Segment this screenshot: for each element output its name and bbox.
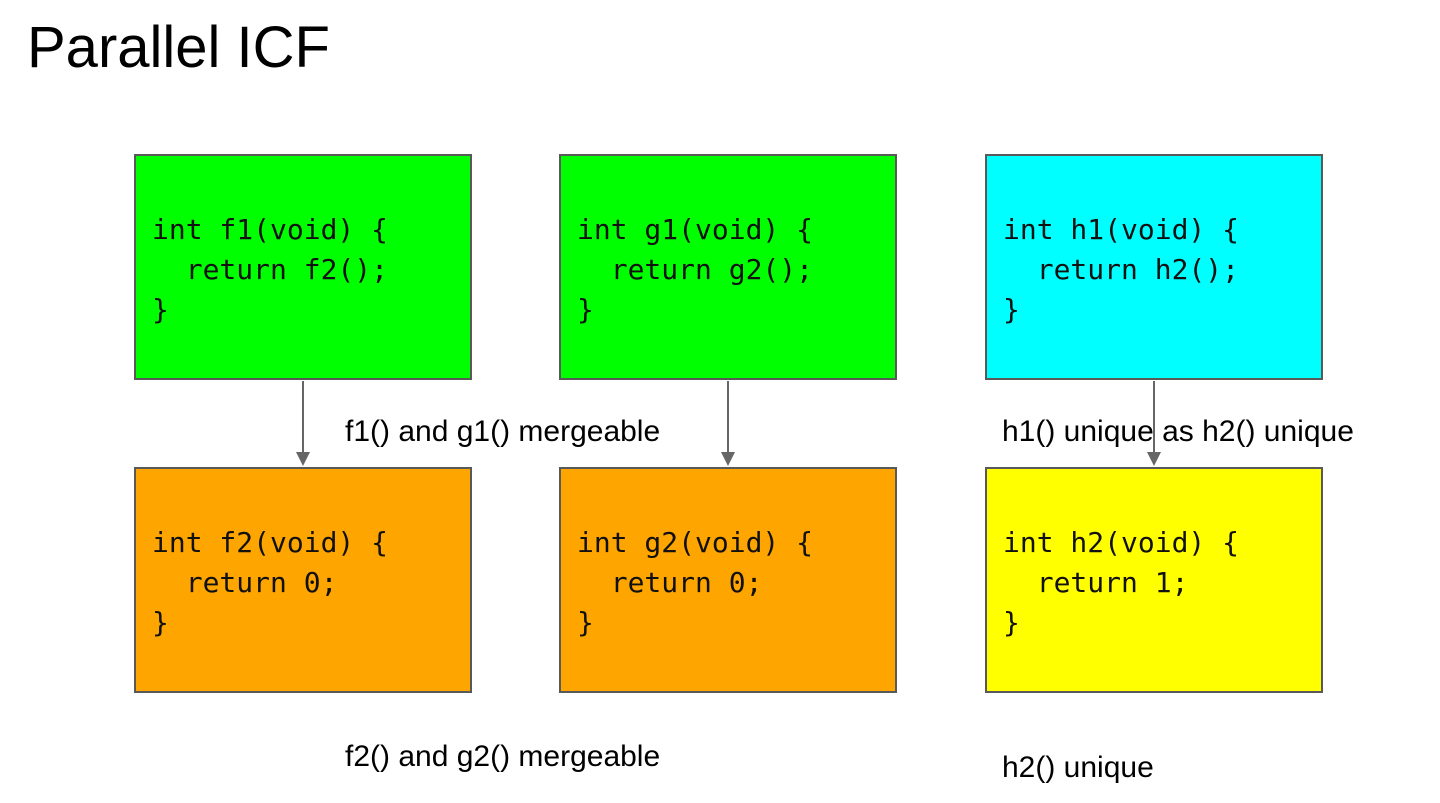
code-line: return f2(); <box>152 253 389 286</box>
code-box-g2: int g2(void) { return 0; } <box>559 467 897 693</box>
code-line: } <box>577 293 594 326</box>
arrow-g1-to-g2-icon <box>721 381 735 466</box>
code-box-h2: int h2(void) { return 1; } <box>985 467 1323 693</box>
code-box-f1: int f1(void) { return f2(); } <box>134 154 472 380</box>
code-line: } <box>1003 293 1020 326</box>
label-f1-g1-mergeable: f1() and g1() mergeable <box>345 415 661 448</box>
code-line: int g2(void) { <box>577 526 814 559</box>
code-line: int f1(void) { <box>152 213 389 246</box>
label-f2-g2-mergeable: f2() and g2() mergeable <box>345 740 661 773</box>
code-line: int g1(void) { <box>577 213 814 246</box>
code-line: return g2(); <box>577 253 814 286</box>
code-line: int h1(void) { <box>1003 213 1240 246</box>
code-box-f2: int f2(void) { return 0; } <box>134 467 472 693</box>
code-line: int h2(void) { <box>1003 526 1240 559</box>
code-line: } <box>152 293 169 326</box>
code-line: return 1; <box>1003 566 1189 599</box>
label-h2-unique: h2() unique <box>1002 751 1154 784</box>
code-line: return h2(); <box>1003 253 1240 286</box>
code-line: int f2(void) { <box>152 526 389 559</box>
code-line: return 0; <box>152 566 338 599</box>
code-box-g1: int g1(void) { return g2(); } <box>559 154 897 380</box>
code-line: } <box>1003 606 1020 639</box>
label-h1-unique: h1() unique as h2() unique <box>1002 415 1354 448</box>
code-line: } <box>577 606 594 639</box>
code-box-h1: int h1(void) { return h2(); } <box>985 154 1323 380</box>
code-line: } <box>152 606 169 639</box>
arrow-f1-to-f2-icon <box>296 381 310 466</box>
code-line: return 0; <box>577 566 763 599</box>
page-title: Parallel ICF <box>27 15 330 80</box>
